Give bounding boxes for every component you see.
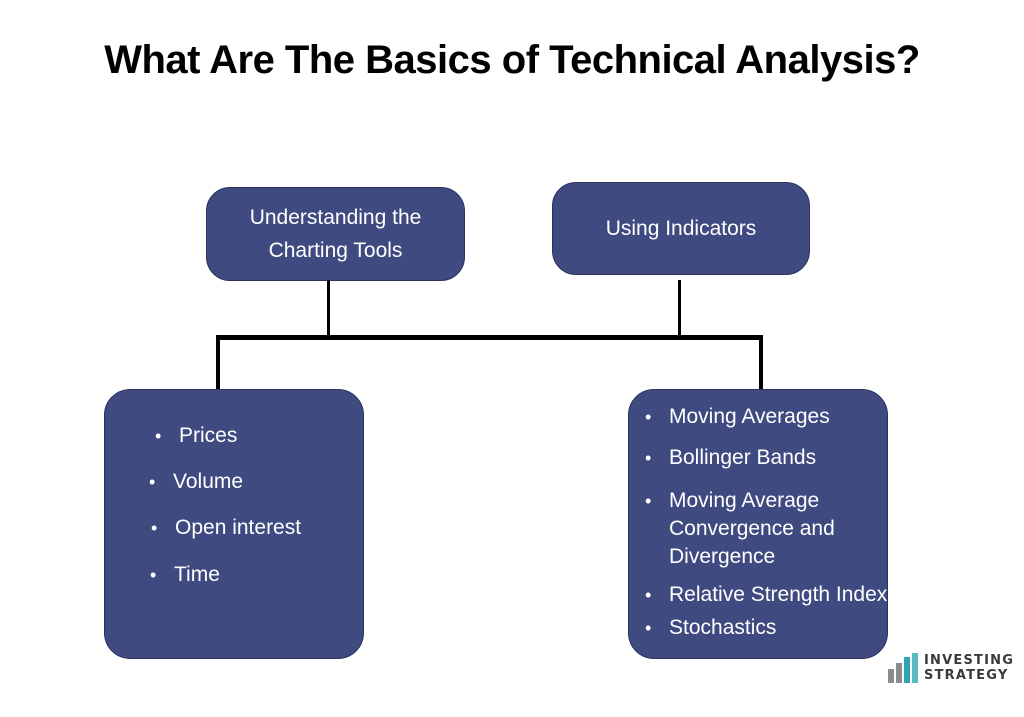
box-charting-tools-list: Prices Volume Open interest Time	[104, 389, 364, 659]
list-item-text: Prices	[179, 424, 238, 447]
list-item-text: Stochastics	[669, 616, 777, 639]
connector-left-down	[216, 335, 220, 389]
list-item-text: Bollinger Bands	[669, 446, 817, 469]
connector-horizontal	[216, 335, 763, 340]
list-item-text: Time	[174, 563, 220, 586]
list-item-text: Convergence and	[669, 517, 835, 540]
list-item: Time	[150, 561, 220, 589]
logo-line-1: INVESTING	[924, 653, 1015, 668]
list-item-text: Relative Strength Index	[669, 583, 888, 606]
box-label-line: Understanding the	[249, 206, 422, 229]
list-item: Prices	[155, 422, 238, 450]
logo-text: INVESTING STRATEGY	[924, 653, 1014, 683]
box-indicators-list: Moving Averages Bollinger Bands Moving A…	[628, 389, 888, 659]
box-label-line: Charting Tools	[268, 239, 403, 262]
list-item-text: Open interest	[175, 516, 302, 539]
box-understanding-charting-tools: Understanding the Charting Tools	[206, 187, 465, 281]
investing-strategy-logo: INVESTING STRATEGY	[888, 651, 1013, 687]
list-item-text: Divergence	[669, 545, 776, 568]
list-item-text: Moving Average	[669, 489, 820, 512]
connector-left-top	[327, 280, 330, 337]
list-item: Volume	[149, 468, 244, 496]
diagram-title: What Are The Basics of Technical Analysi…	[104, 38, 920, 82]
connector-right-top	[678, 280, 681, 337]
box-label: Understanding the Charting Tools	[250, 201, 422, 267]
logo-line-2: STRATEGY	[924, 668, 1009, 683]
list-item: Relative Strength Index	[645, 581, 888, 609]
list-item: Moving Average Convergence and Divergenc…	[645, 487, 835, 571]
list-item: Stochastics	[645, 614, 777, 642]
list-item: Moving Averages	[645, 403, 830, 431]
list-item: Bollinger Bands	[645, 444, 817, 472]
connector-right-down	[759, 335, 763, 389]
box-using-indicators: Using Indicators	[552, 182, 810, 275]
box-label: Using Indicators	[605, 217, 757, 240]
list-item-text: Moving Averages	[669, 405, 830, 428]
list-item-text: Volume	[173, 470, 244, 493]
list-item: Open interest	[151, 514, 302, 542]
